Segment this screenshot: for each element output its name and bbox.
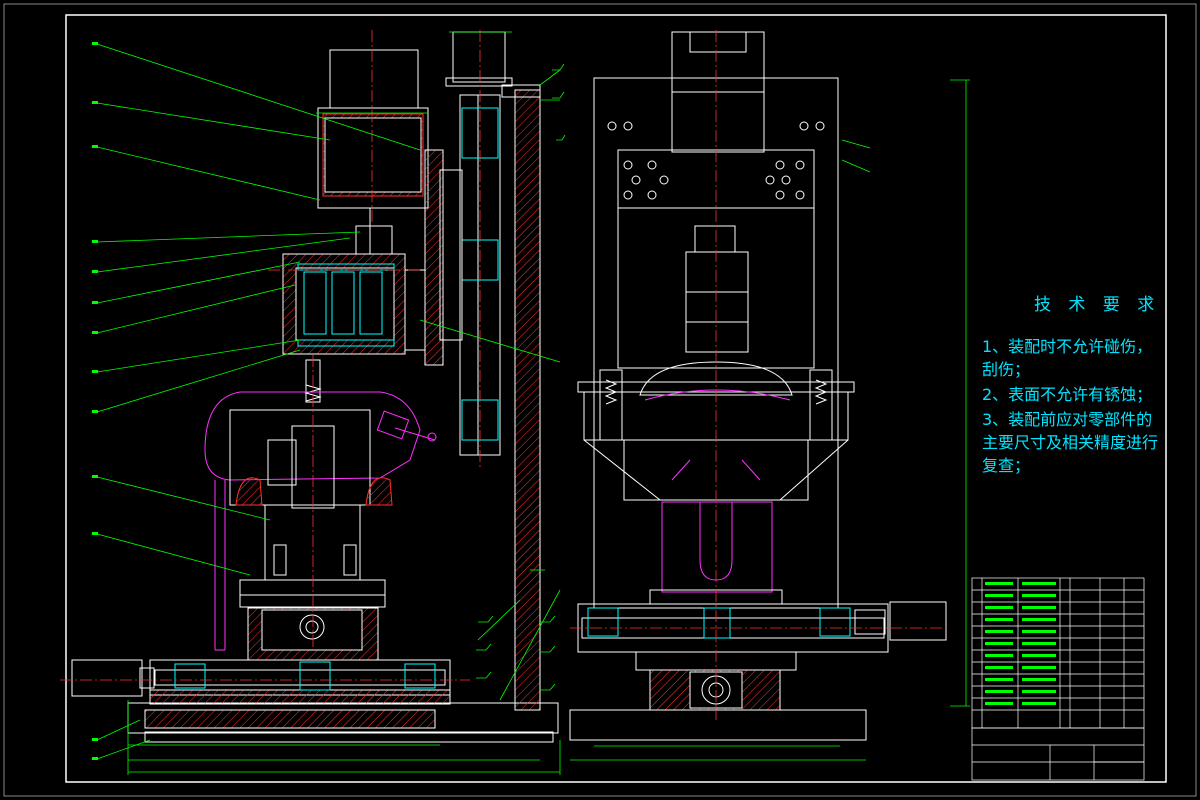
- clamp-housing: [204, 391, 421, 481]
- title-block: [971, 727, 1145, 781]
- front-section-view: [71, 31, 559, 743]
- work-table: [239, 579, 386, 596]
- drawing-frame: [65, 14, 1167, 783]
- dimensions-right: [570, 79, 970, 761]
- dimensions-left: [127, 31, 561, 775]
- technical-requirements-title: 技 术 要 求: [1034, 295, 1161, 315]
- technical-requirements: 技 术 要 求 1、装配时不允许碰伤，刮伤； 2、表面不允许有锈蚀； 3、装配前…: [982, 290, 1162, 479]
- side-motor: [889, 601, 947, 641]
- x-axis-motor: [71, 659, 143, 697]
- requirement-2: 2、表面不允许有锈蚀；: [982, 385, 1153, 404]
- spindle-motor: [329, 49, 419, 109]
- part-numbers-left: [92, 42, 98, 760]
- requirement-3: 3、装配前应对零部件的主要尺寸及相关精度进行复查；: [982, 410, 1159, 475]
- bill-of-materials: [971, 577, 1145, 729]
- side-view: [569, 31, 947, 741]
- centre-lines-right: [570, 30, 950, 720]
- outer-border: [3, 3, 1197, 797]
- annotation-symbols: [476, 63, 566, 691]
- centre-lines-left: [60, 30, 481, 681]
- upright-column: [514, 89, 541, 711]
- bom-entries: [985, 582, 1056, 705]
- feed-motor: [452, 31, 506, 83]
- requirement-1: 1、装配时不允许碰伤，刮伤；: [982, 337, 1153, 379]
- part-leader-lines: [96, 43, 561, 760]
